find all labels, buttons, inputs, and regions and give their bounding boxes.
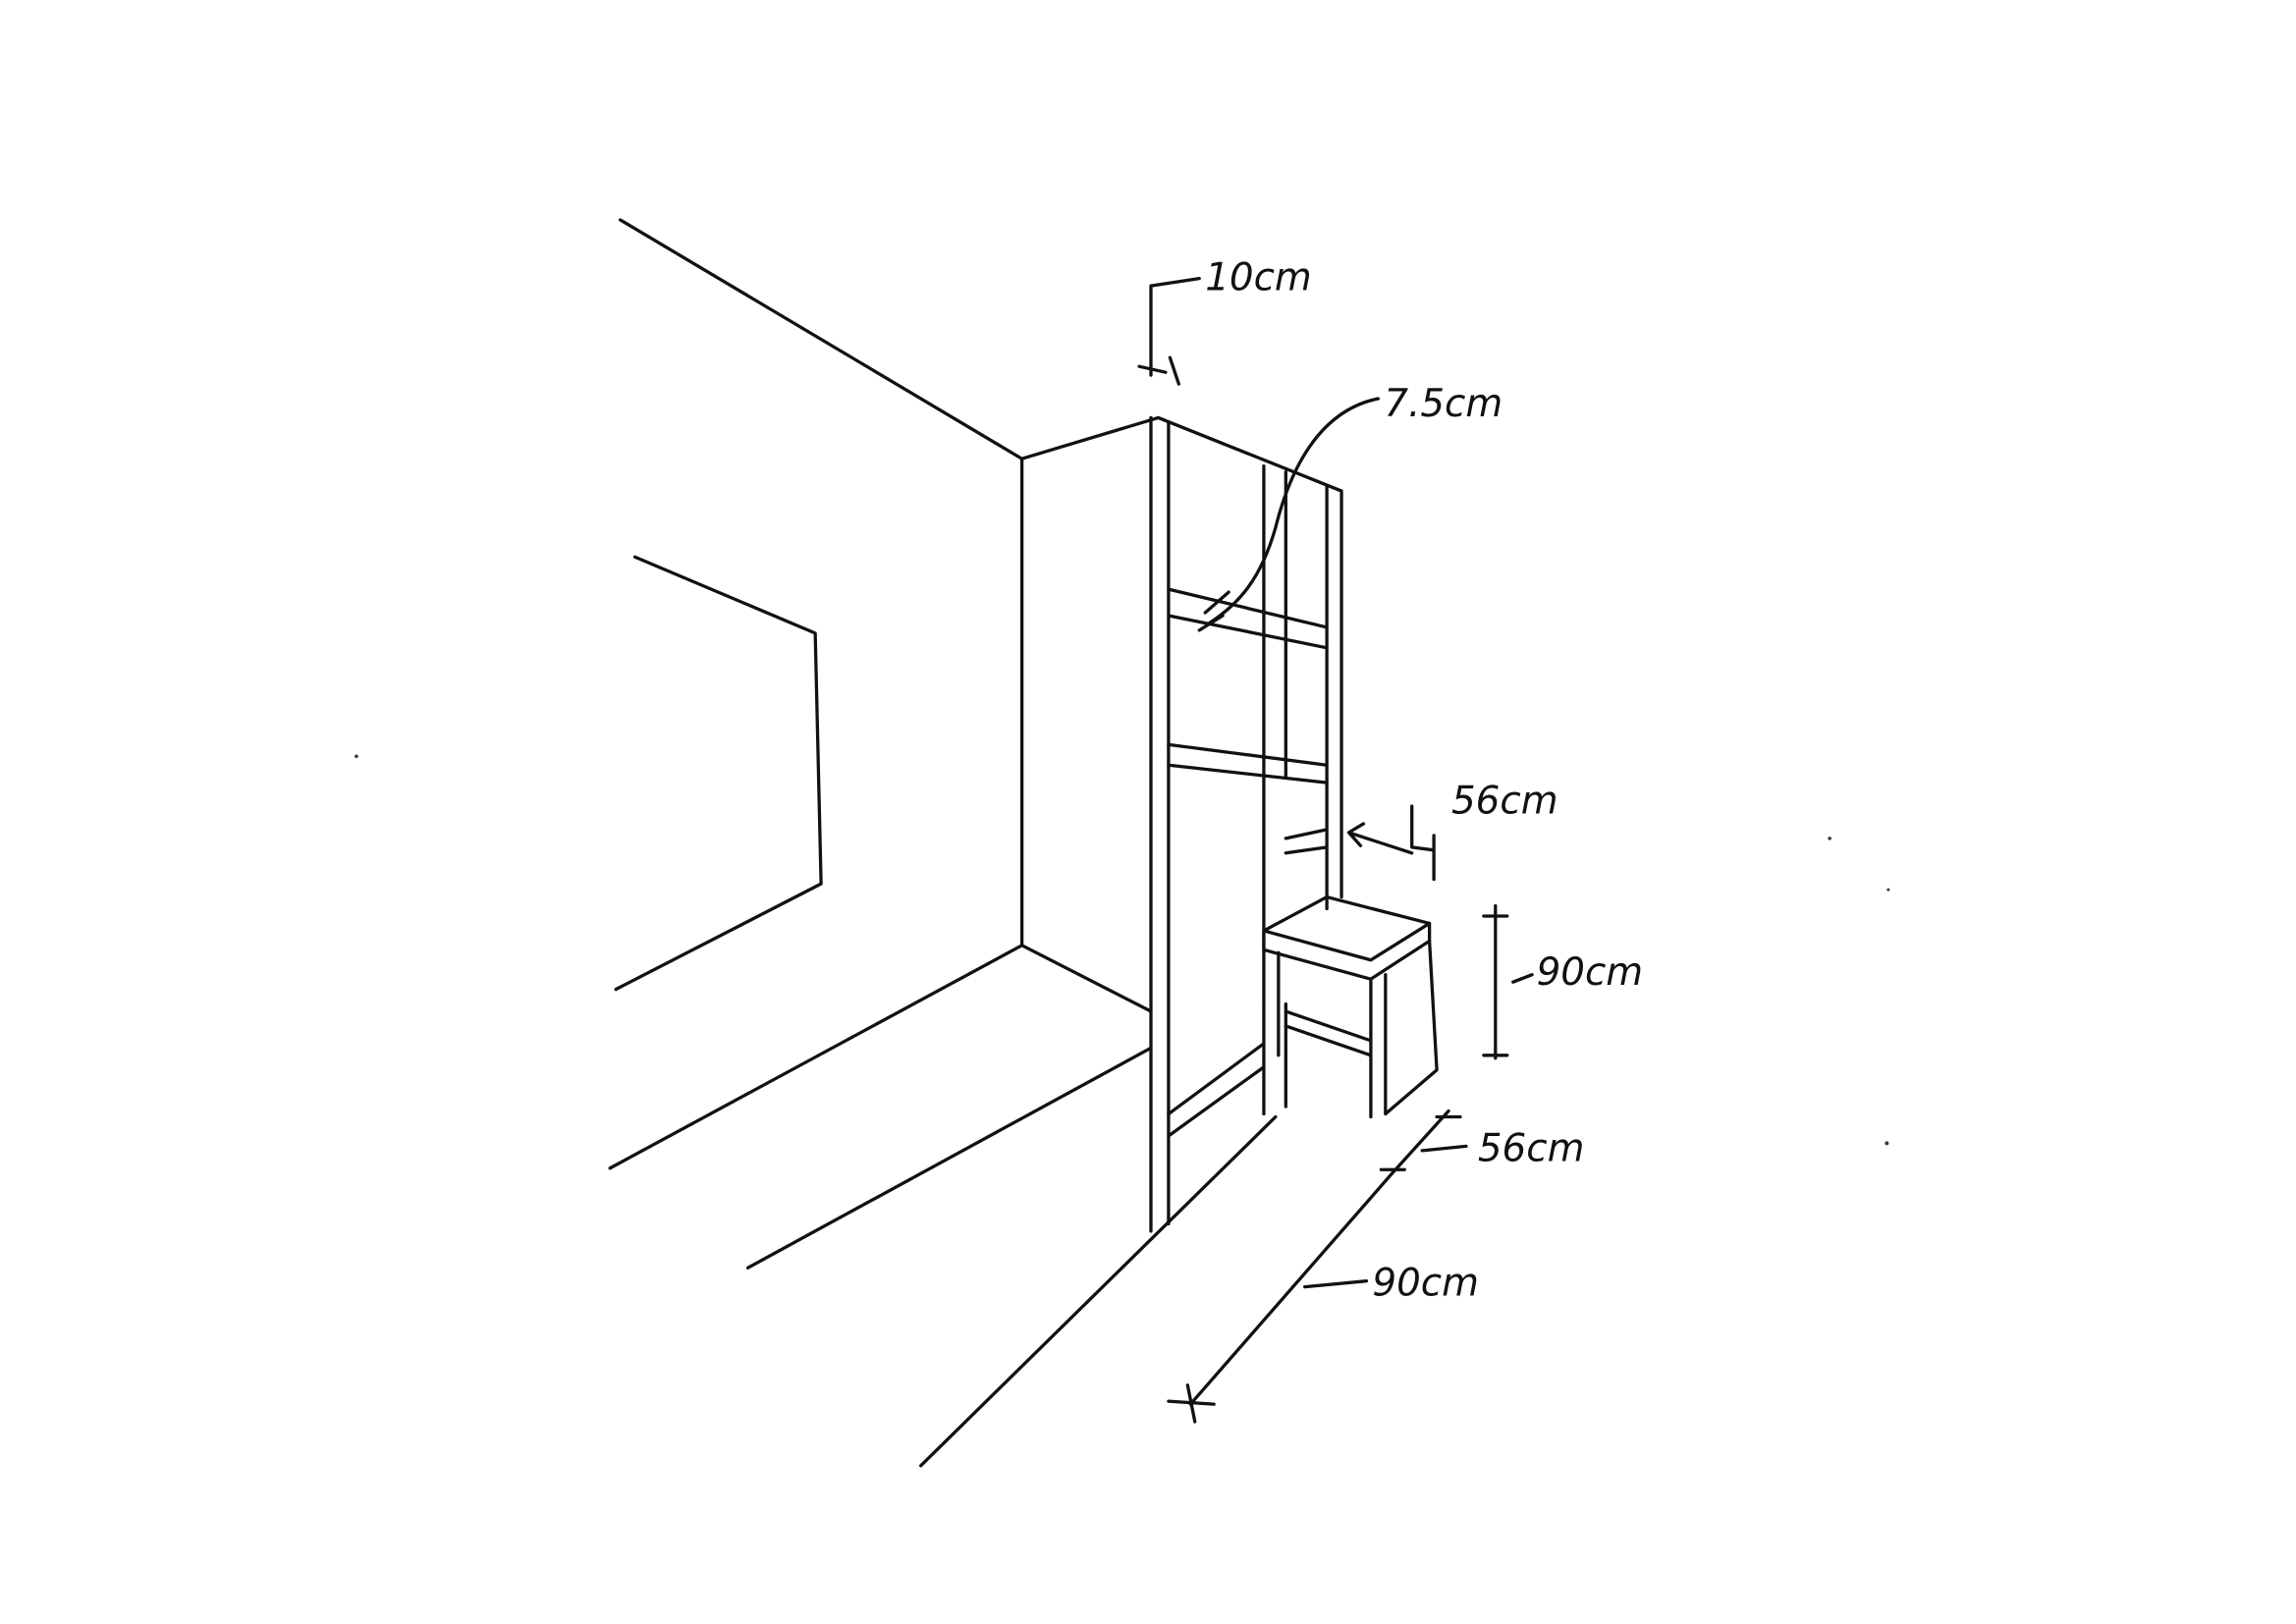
label-post-width: 10cm — [1205, 256, 1312, 300]
dimension-labels: 10cm 7.5cm 56cm 90cm 56cm 90cm — [1205, 256, 1643, 1306]
chair-seat — [1262, 894, 1432, 981]
chair-rail — [1284, 1009, 1373, 1057]
chair — [1262, 894, 1439, 1119]
bar-4 — [1167, 1042, 1266, 1138]
paper-specks — [355, 754, 1890, 1146]
grid-partition — [1149, 415, 1343, 1233]
label-chair-height: 90cm — [1537, 950, 1644, 995]
window — [614, 555, 823, 992]
label-floor-depth: 56cm — [1478, 1126, 1585, 1170]
dimension-lines — [1137, 276, 1534, 1424]
floor-lines — [745, 944, 1278, 1468]
wall-floor-line — [608, 944, 1024, 1170]
front-post — [1149, 415, 1171, 1233]
middle-post — [1262, 464, 1287, 1116]
bar-3 — [1284, 828, 1329, 855]
bar-2 — [1167, 742, 1329, 785]
label-bar-width: 7.5cm — [1384, 382, 1503, 426]
label-floor-length: 90cm — [1372, 1262, 1479, 1306]
label-chair-depth: 56cm — [1451, 779, 1558, 823]
ceiling-right — [1019, 415, 1343, 493]
room-walls — [608, 218, 1343, 1170]
chair-legs — [1277, 939, 1439, 1119]
rear-post — [1325, 484, 1343, 911]
wall-ceiling-line — [618, 218, 1024, 460]
bar-1 — [1167, 587, 1329, 650]
